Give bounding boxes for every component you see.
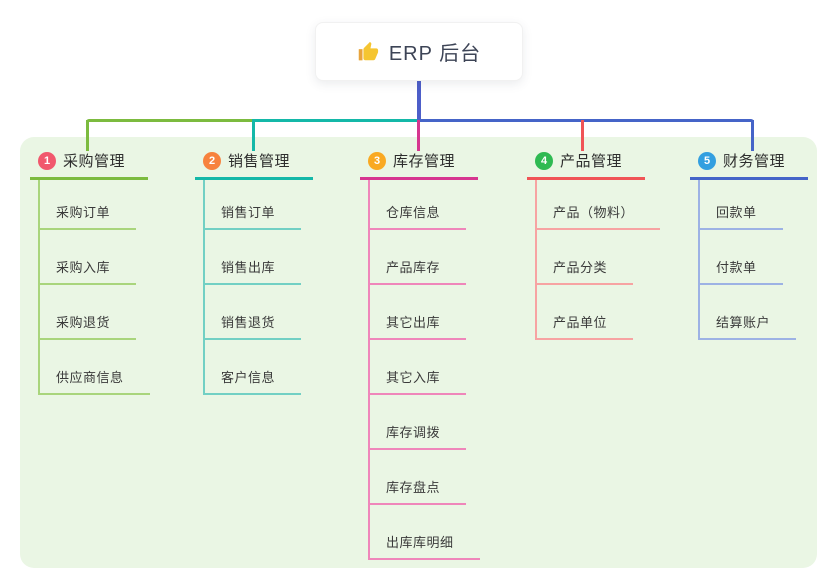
- bus-line-purchase: [86, 119, 254, 122]
- branch-title: 销售管理: [228, 153, 291, 170]
- branch-number-badge: 3: [368, 151, 386, 170]
- mindmap-node[interactable]: 产品库存: [370, 230, 467, 285]
- branch-finance: 5 财务管理 回款单 付款单 结算账户: [690, 148, 839, 340]
- mindmap-node[interactable]: 采购退货: [40, 285, 137, 340]
- bus-line-finance: [417, 119, 754, 122]
- drop-line-product: [581, 120, 584, 151]
- branch-title: 采购管理: [63, 153, 126, 170]
- mindmap-node[interactable]: 产品分类: [537, 230, 634, 285]
- branch-heading-finance[interactable]: 5 财务管理: [690, 148, 808, 180]
- branch-number-badge: 4: [535, 151, 553, 170]
- mindmap-node[interactable]: 库存盘点: [370, 450, 467, 505]
- mindmap-node[interactable]: 其它入库: [370, 340, 467, 395]
- branch-title: 产品管理: [560, 153, 623, 170]
- branch-children-finance: 回款单 付款单 结算账户: [698, 180, 839, 340]
- branch-number-badge: 5: [698, 151, 716, 170]
- branch-number-badge: 1: [38, 151, 56, 170]
- thumbs-up-icon: [358, 41, 378, 60]
- branch-children-purchase: 采购订单 采购入库 采购退货 供应商信息: [38, 180, 180, 395]
- root-node-label: ERP 后台: [388, 43, 482, 65]
- branch-children-sales: 销售订单 销售出库 销售退货 客户信息: [203, 180, 345, 395]
- mindmap-node[interactable]: 采购入库: [40, 230, 137, 285]
- drop-line-sales: [252, 120, 255, 151]
- branch-heading-purchase[interactable]: 1 采购管理: [30, 148, 148, 180]
- bus-line-sales: [252, 119, 419, 122]
- drop-line-inventory: [417, 120, 420, 151]
- mindmap-node[interactable]: 客户信息: [205, 340, 302, 395]
- branch-number-badge: 2: [203, 151, 221, 170]
- drop-line-purchase: [86, 120, 89, 151]
- mindmap-node[interactable]: 采购订单: [40, 180, 137, 230]
- mindmap-node[interactable]: 库存调拨: [370, 395, 467, 450]
- branch-children-inventory: 仓库信息 产品库存 其它出库 其它入库 库存调拨 库存盘点 出库库明细: [368, 180, 510, 560]
- branch-children-product: 产品（物料） 产品分类 产品单位: [535, 180, 677, 340]
- mindmap-node[interactable]: 销售订单: [205, 180, 302, 230]
- branches-panel: [20, 137, 817, 568]
- branch-purchase: 1 采购管理 采购订单 采购入库 采购退货 供应商信息: [30, 148, 180, 395]
- root-connector-line: [417, 81, 421, 120]
- branch-heading-inventory[interactable]: 3 库存管理: [360, 148, 478, 180]
- branch-title: 库存管理: [393, 153, 456, 170]
- mindmap-node[interactable]: 供应商信息: [40, 340, 150, 395]
- mindmap-node[interactable]: 产品单位: [537, 285, 634, 340]
- branch-heading-sales[interactable]: 2 销售管理: [195, 148, 313, 180]
- branch-product: 4 产品管理 产品（物料） 产品分类 产品单位: [527, 148, 677, 340]
- mindmap-node[interactable]: 产品（物料）: [537, 180, 661, 230]
- root-node-erp[interactable]: ERP 后台: [315, 22, 523, 81]
- branch-heading-product[interactable]: 4 产品管理: [527, 148, 645, 180]
- branch-sales: 2 销售管理 销售订单 销售出库 销售退货 客户信息: [195, 148, 345, 395]
- drop-line-finance: [751, 120, 754, 151]
- mindmap-node[interactable]: 销售退货: [205, 285, 302, 340]
- mindmap-node[interactable]: 其它出库: [370, 285, 467, 340]
- mindmap-node[interactable]: 销售出库: [205, 230, 302, 285]
- branch-title: 财务管理: [723, 153, 786, 170]
- mindmap-node[interactable]: 回款单: [700, 180, 783, 230]
- mindmap-node[interactable]: 仓库信息: [370, 180, 467, 230]
- mindmap-node[interactable]: 付款单: [700, 230, 783, 285]
- mindmap-node[interactable]: 出库库明细: [370, 505, 480, 560]
- branch-inventory: 3 库存管理 仓库信息 产品库存 其它出库 其它入库 库存调拨 库存盘点 出库库…: [360, 148, 510, 560]
- mindmap-node[interactable]: 结算账户: [700, 285, 797, 340]
